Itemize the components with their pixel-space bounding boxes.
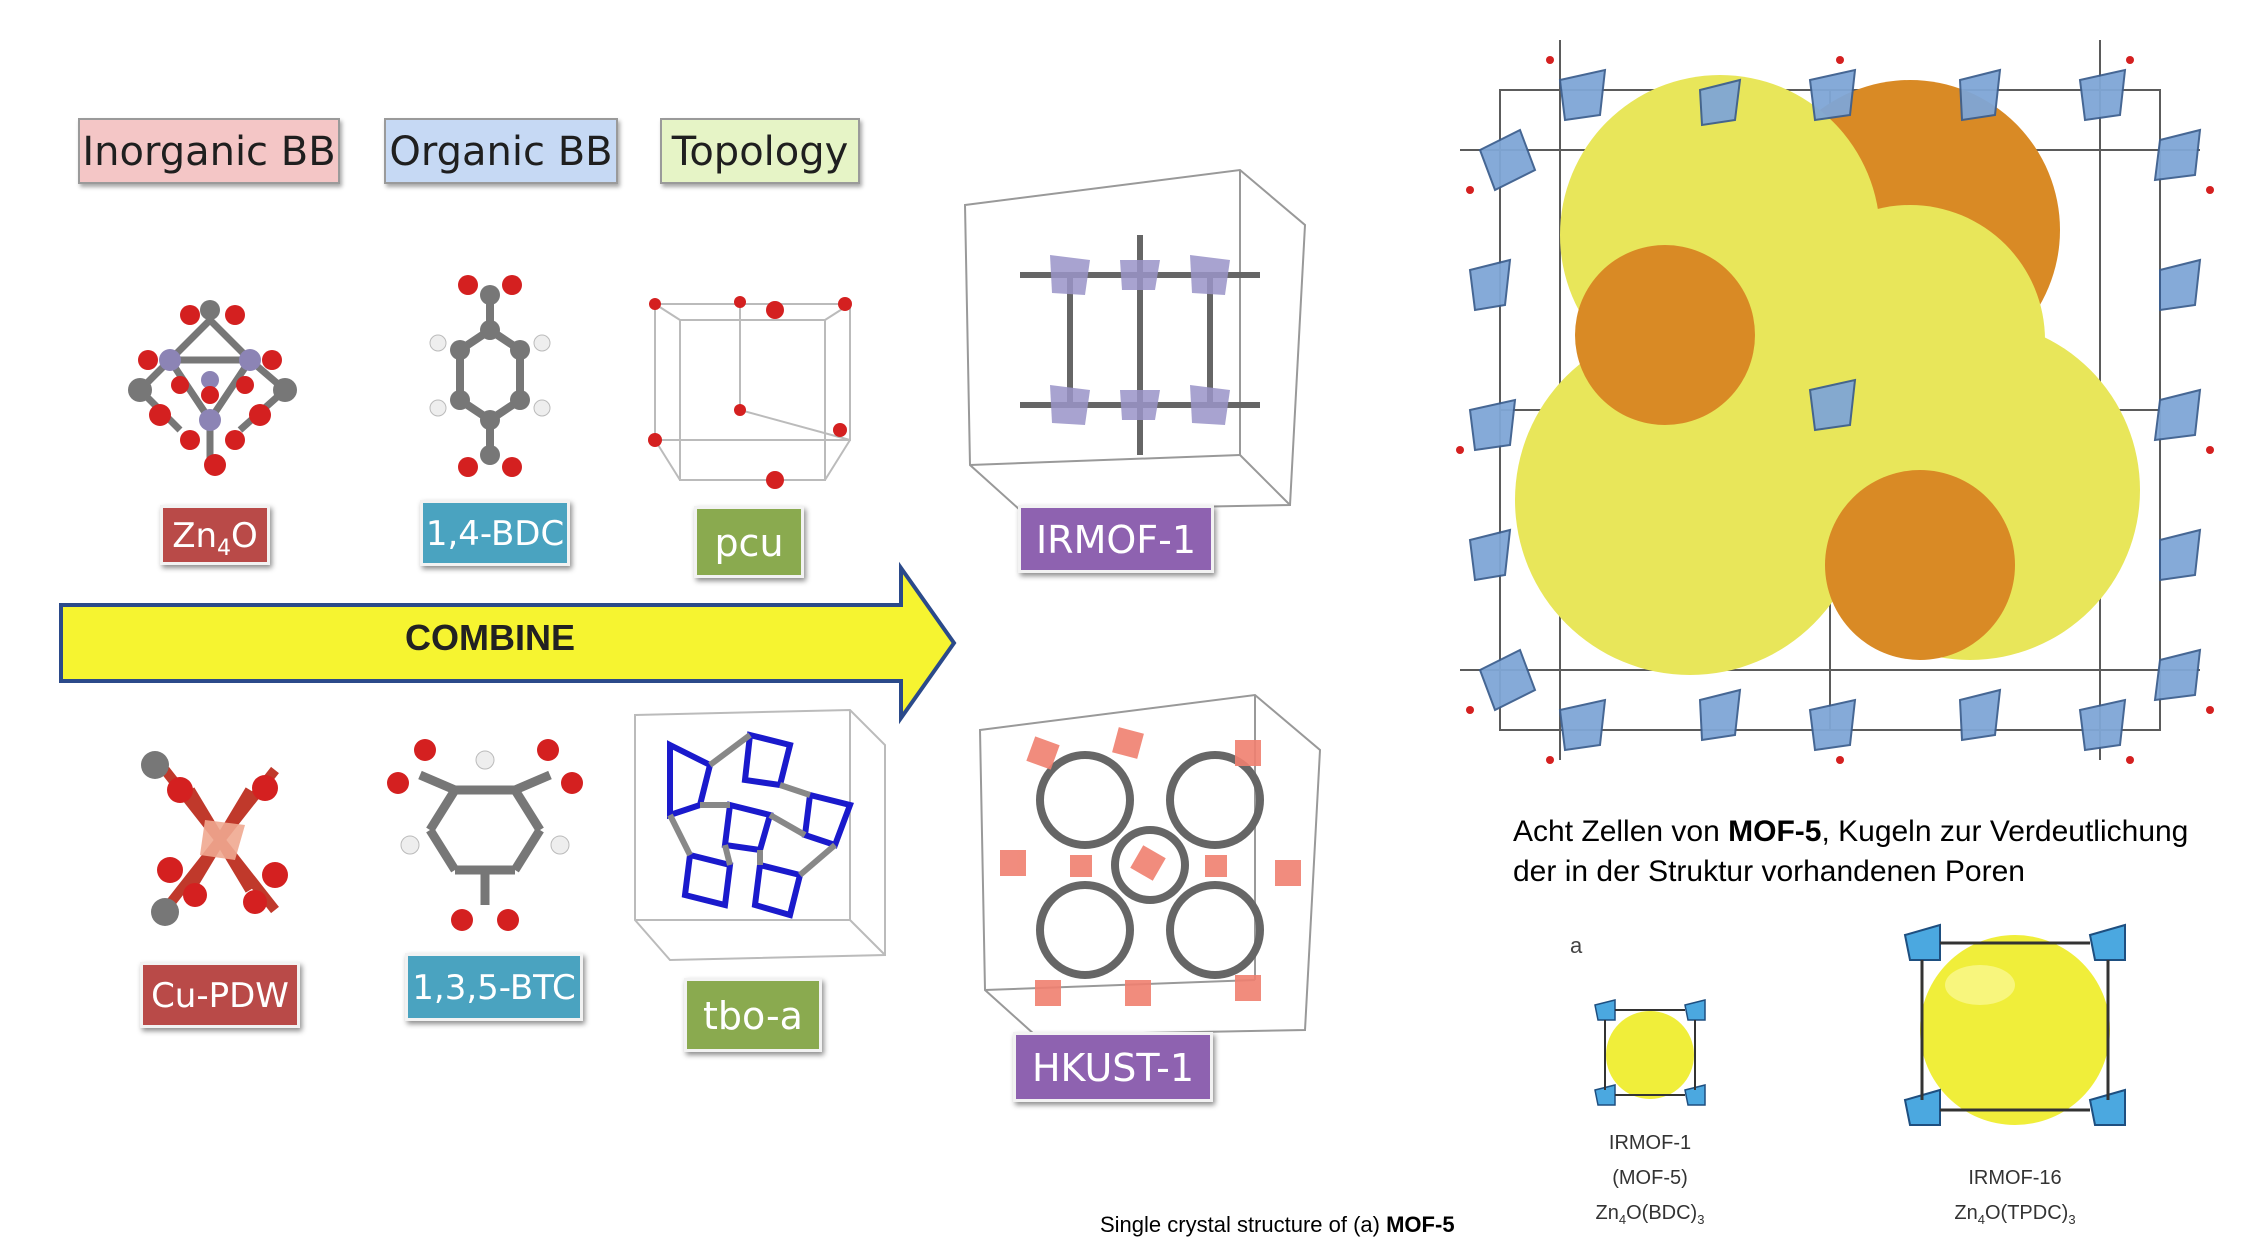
mof5-caption-line2: der in der Struktur vorhandenen Poren: [1513, 855, 2025, 888]
bdc-tag: 1,4-BDC: [420, 500, 570, 566]
pcu-tag: pcu: [694, 506, 804, 578]
irmof1-formula: Zn4O(BDC)3: [1595, 1202, 1705, 1227]
irmof16-name: IRMOF-16: [1968, 1167, 2062, 1189]
bottom-caption: Single crystal structure of (a) MOF-5: [1100, 1212, 1455, 1237]
cu-pdw-tag: Cu-PDW: [140, 962, 300, 1028]
combine-arrow: [59, 561, 957, 725]
btc-tag: 1,3,5-BTC: [405, 953, 583, 1021]
zn4o-cluster-structure: [128, 300, 297, 476]
irmof16-pore-sphere: [1903, 923, 2126, 1126]
irmof1-tag: IRMOF-1: [1018, 505, 1214, 573]
hkust1-unit-cell: [978, 693, 1322, 1037]
tbo-topology-net: [634, 708, 886, 962]
mof5-caption-line1: Acht Zellen von MOF-5, Kugeln zur Verdeu…: [1513, 815, 2189, 848]
zn4o-tag: Zn4O: [160, 505, 270, 565]
irmof1-pore-sphere: [1594, 999, 1706, 1106]
organic-bb-header: Organic BB: [384, 118, 618, 184]
irmof16-formula: Zn4O(TPDC)3: [1954, 1202, 2076, 1227]
combine-label: COMBINE: [405, 617, 575, 658]
bdc-linker-structure: [429, 275, 551, 477]
irmof1-name: IRMOF-1: [1608, 1132, 1692, 1154]
inorganic-bb-header: Inorganic BB: [78, 118, 340, 184]
tbo-a-tag: tbo-a: [684, 978, 822, 1052]
irmof1-unit-cell: [963, 168, 1307, 512]
irmof1-alt-name: (MOF-5): [1612, 1167, 1688, 1189]
cu-paddlewheel-structure: [141, 751, 288, 926]
panel-a-letter: a: [1570, 933, 1583, 958]
hkust1-tag: HKUST-1: [1013, 1032, 1213, 1102]
btc-linker-structure: [387, 739, 583, 931]
mof5-eight-cells-structure: [1456, 40, 2214, 764]
topology-header: Topology: [660, 118, 860, 184]
pcu-topology-net: [648, 296, 852, 489]
